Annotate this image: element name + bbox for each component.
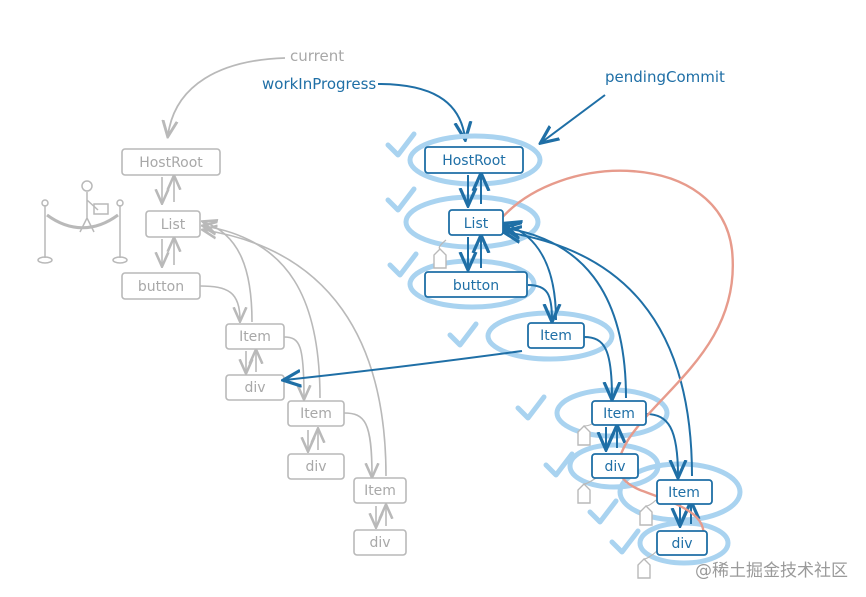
wip-button-label: button	[453, 278, 499, 294]
current-arrow	[168, 57, 286, 135]
wip-item-label-3: Item	[668, 485, 700, 501]
wip-host-root-label: HostRoot	[442, 153, 506, 169]
check-icon	[447, 321, 479, 348]
wip-list-node	[448, 209, 504, 236]
wip-list-label: List	[464, 216, 489, 232]
tag-icon	[637, 558, 651, 579]
check-icon	[385, 186, 417, 213]
check-icon	[587, 498, 619, 525]
check-icon	[387, 251, 419, 278]
work-in-progress-label: workInProgress	[262, 75, 376, 93]
wip-div-node-3	[656, 530, 708, 556]
wip-div-label-2: div	[604, 459, 625, 475]
current-host-root-node	[121, 148, 221, 176]
current-div-label-3: div	[369, 535, 390, 551]
wip-div-label-3: div	[671, 536, 692, 552]
current-item-node-1	[225, 323, 285, 350]
check-icon	[609, 528, 641, 555]
current-host-root-label: HostRoot	[139, 155, 203, 171]
pending-commit-label: pendingCommit	[605, 68, 725, 86]
check-icon	[543, 451, 575, 478]
wip-item-node-2	[591, 400, 647, 426]
wip-item-label-2: Item	[603, 406, 635, 422]
current-item-label-3: Item	[364, 483, 396, 499]
effect-list-line	[499, 169, 735, 549]
current-div-node-2	[287, 453, 345, 480]
wip-button-node	[424, 271, 528, 298]
check-icon	[515, 394, 547, 421]
velvet-rope-icon	[37, 180, 128, 264]
wip-div-node-2	[591, 453, 639, 479]
pending-commit-arrow	[542, 94, 606, 142]
current-button-node	[121, 272, 201, 300]
current-item-label-2: Item	[300, 406, 332, 422]
current-item-label-1: Item	[239, 329, 271, 345]
current-label: current	[290, 47, 344, 65]
current-list-label: List	[161, 217, 186, 233]
check-icon	[385, 131, 417, 158]
watermark: @稀土掘金技术社区	[695, 561, 848, 581]
wip-item-label-1: Item	[540, 328, 572, 344]
tag-icon	[433, 248, 447, 269]
wip-item-node-3	[656, 479, 713, 505]
current-list-node	[145, 210, 201, 238]
tag-icon	[577, 425, 591, 446]
current-item-node-3	[353, 477, 407, 504]
wip-item-node-1	[527, 322, 585, 349]
wip-host-root-node	[424, 146, 524, 174]
current-div-label-1: div	[244, 380, 265, 396]
tag-icon	[577, 483, 591, 504]
work-in-progress-arrow	[377, 83, 465, 138]
tag-icon	[639, 505, 653, 526]
current-div-node-3	[353, 529, 407, 556]
current-item-node-2	[287, 400, 345, 427]
current-div-label-2: div	[305, 459, 326, 475]
current-button-label: button	[138, 279, 184, 295]
